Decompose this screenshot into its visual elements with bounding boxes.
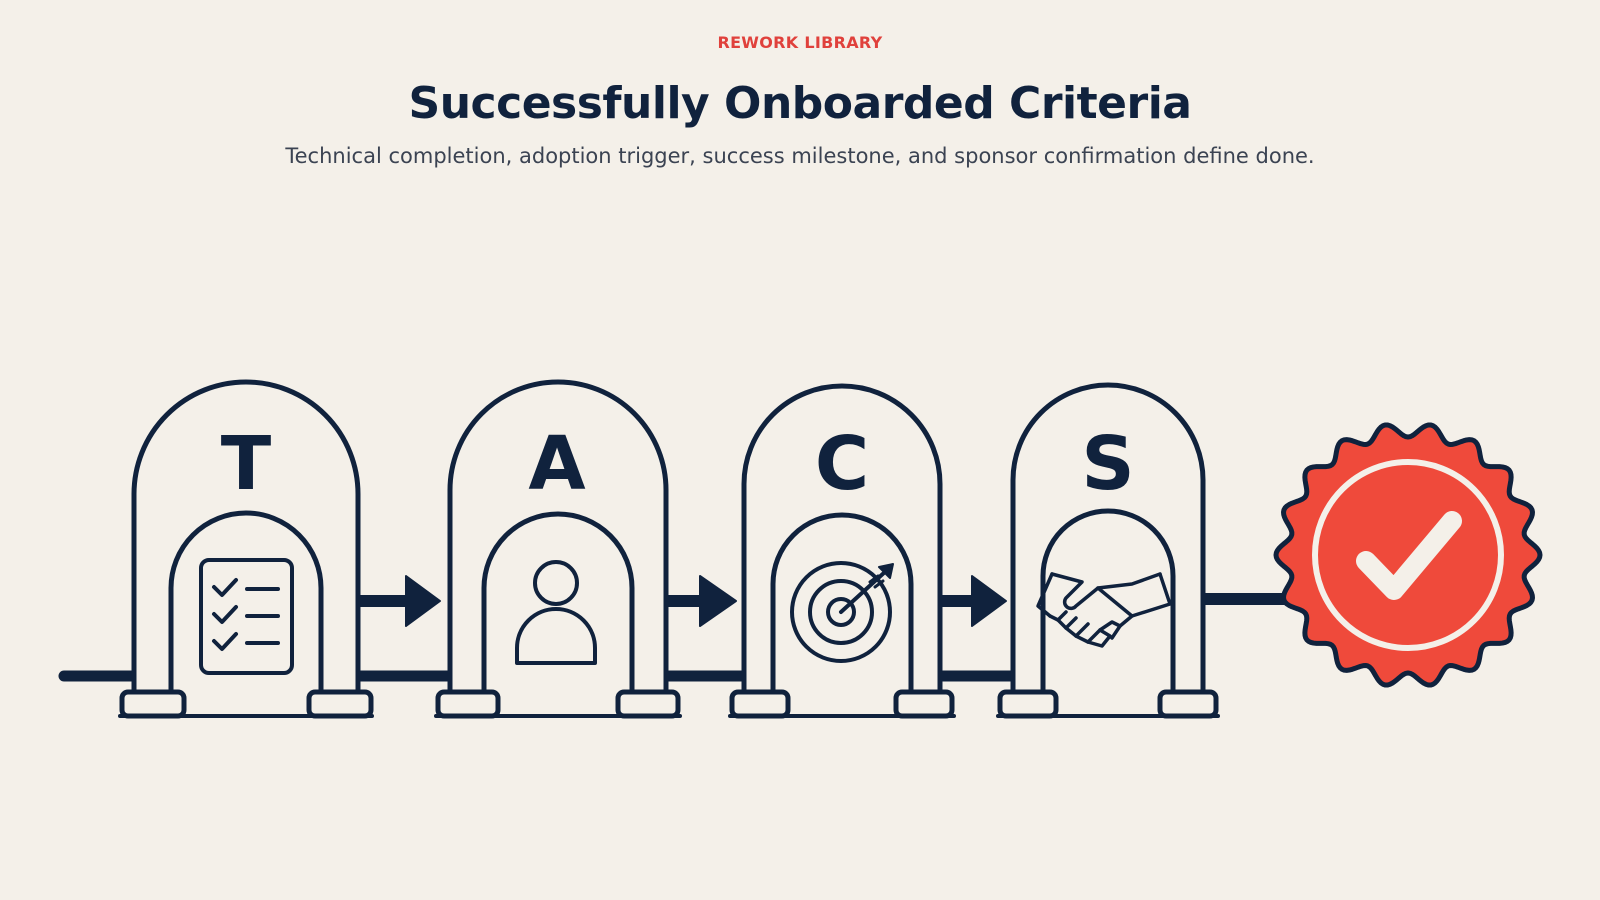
step-pillar-4 [996, 382, 1220, 719]
page-subtitle: Technical completion, adoption trigger, … [285, 144, 1315, 168]
connector-arrow-2 [668, 575, 737, 627]
target-icon [790, 561, 894, 663]
connector-arrow-1 [360, 575, 441, 627]
success-badge [1273, 422, 1543, 688]
page-title: Successfully Onboarded Criteria [408, 78, 1192, 129]
step-letter-3: C [815, 421, 869, 507]
step-letter-1: T [221, 421, 272, 507]
connector-arrow-3 [942, 575, 1007, 627]
checkmark-icon [1356, 511, 1462, 600]
step-letter-2: A [528, 421, 585, 507]
checklist-icon [199, 558, 294, 675]
handshake-icon [1036, 572, 1172, 648]
step-pillar-2 [434, 379, 682, 719]
eyebrow-label: REWORK LIBRARY [717, 33, 883, 52]
person-icon [515, 560, 597, 665]
step-letter-4: S [1081, 421, 1134, 507]
